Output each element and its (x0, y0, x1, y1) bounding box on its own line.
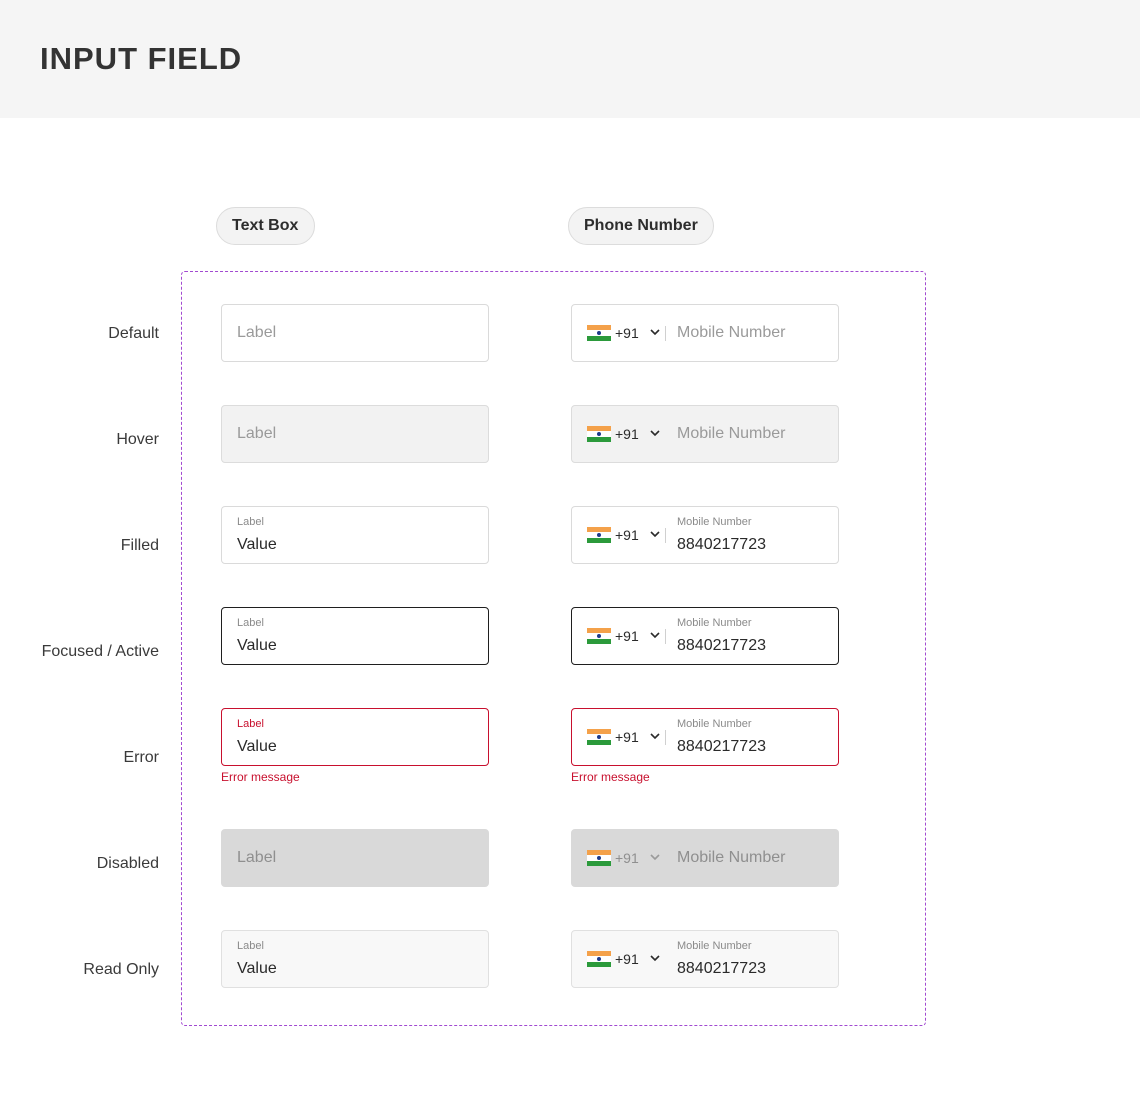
country-code-selector[interactable]: +91 (587, 507, 667, 563)
text-field-disabled: Label (221, 829, 489, 887)
country-code-selector[interactable]: +91 (587, 305, 667, 361)
phone-field-label: Mobile Number (677, 516, 752, 528)
india-flag-icon (587, 426, 611, 442)
text-field-hover[interactable]: Label (221, 405, 489, 463)
country-code: +91 (615, 729, 639, 745)
text-field-label: Label (237, 617, 264, 629)
india-flag-icon (587, 325, 611, 341)
text-field-value: Value (237, 738, 277, 755)
text-field-value: Value (237, 637, 277, 654)
india-flag-icon (587, 527, 611, 543)
text-field-label: Label (237, 718, 264, 730)
india-flag-icon (587, 628, 611, 644)
phone-field-read-only: +91 Mobile Number 8840217723 (571, 930, 839, 988)
chevron-down-icon (650, 854, 660, 861)
chevron-down-icon (650, 329, 660, 336)
column-header-phone-number: Phone Number (568, 207, 714, 245)
phone-field-filled[interactable]: +91 Mobile Number 8840217723 (571, 506, 839, 564)
country-code-selector[interactable]: +91 (587, 608, 667, 664)
column-header-text-box: Text Box (216, 207, 315, 245)
phone-field-default[interactable]: +91 Mobile Number (571, 304, 839, 362)
text-field-label: Label (237, 516, 264, 528)
country-code: +91 (615, 426, 639, 442)
phone-field-value: 8840217723 (677, 960, 766, 977)
chevron-down-icon (650, 531, 660, 538)
state-label-filled: Filled (120, 537, 159, 554)
chevron-down-icon (650, 733, 660, 740)
divider (665, 730, 666, 745)
country-code: +91 (615, 527, 639, 543)
state-label-default: Default (108, 325, 159, 342)
phone-field-label: Mobile Number (677, 940, 752, 952)
text-field-value: Value (237, 960, 277, 977)
phone-field-focused[interactable]: +91 Mobile Number 8840217723 (571, 607, 839, 665)
text-field-placeholder: Label (237, 324, 277, 341)
component-frame (181, 271, 926, 1026)
text-field-focused[interactable]: Label Value (221, 607, 489, 665)
country-code: +91 (615, 325, 639, 341)
country-code: +91 (615, 951, 639, 967)
india-flag-icon (587, 729, 611, 745)
text-field-error[interactable]: Label Value (221, 708, 489, 766)
state-label-focused: Focused / Active (41, 643, 159, 660)
phone-field-placeholder: Mobile Number (677, 324, 786, 341)
chevron-down-icon (650, 632, 660, 639)
state-label-hover: Hover (116, 431, 159, 448)
chevron-down-icon (650, 430, 660, 437)
country-code: +91 (615, 628, 639, 644)
page-header: INPUT FIELD (0, 0, 1140, 118)
divider (665, 528, 666, 543)
text-field-error-message: Error message (221, 770, 300, 784)
country-code-selector[interactable]: +91 (587, 406, 667, 462)
text-field-read-only: Label Value (221, 930, 489, 988)
phone-field-value: 8840217723 (677, 738, 766, 755)
country-code: +91 (615, 850, 639, 866)
divider (665, 326, 666, 341)
text-field-placeholder: Label (237, 849, 277, 866)
text-field-placeholder: Label (237, 425, 277, 442)
phone-field-label: Mobile Number (677, 617, 752, 629)
phone-field-placeholder: Mobile Number (677, 849, 786, 866)
text-field-label: Label (237, 940, 264, 952)
india-flag-icon (587, 951, 611, 967)
phone-field-placeholder: Mobile Number (677, 425, 786, 442)
divider (665, 629, 666, 644)
state-label-error: Error (123, 749, 159, 766)
phone-field-error[interactable]: +91 Mobile Number 8840217723 (571, 708, 839, 766)
state-label-read-only: Read Only (83, 961, 159, 978)
phone-field-label: Mobile Number (677, 718, 752, 730)
state-label-disabled: Disabled (96, 855, 159, 872)
phone-field-disabled: +91 Mobile Number (571, 829, 839, 887)
phone-field-error-message: Error message (571, 770, 650, 784)
india-flag-icon (587, 850, 611, 866)
text-field-filled[interactable]: Label Value (221, 506, 489, 564)
country-code-selector: +91 (587, 830, 667, 886)
country-code-selector: +91 (587, 931, 667, 987)
phone-field-value: 8840217723 (677, 536, 766, 553)
phone-field-value: 8840217723 (677, 637, 766, 654)
country-code-selector[interactable]: +91 (587, 709, 667, 765)
text-field-value: Value (237, 536, 277, 553)
phone-field-hover[interactable]: +91 Mobile Number (571, 405, 839, 463)
page-title: INPUT FIELD (40, 41, 243, 76)
chevron-down-icon (650, 955, 660, 962)
text-field-default[interactable]: Label (221, 304, 489, 362)
